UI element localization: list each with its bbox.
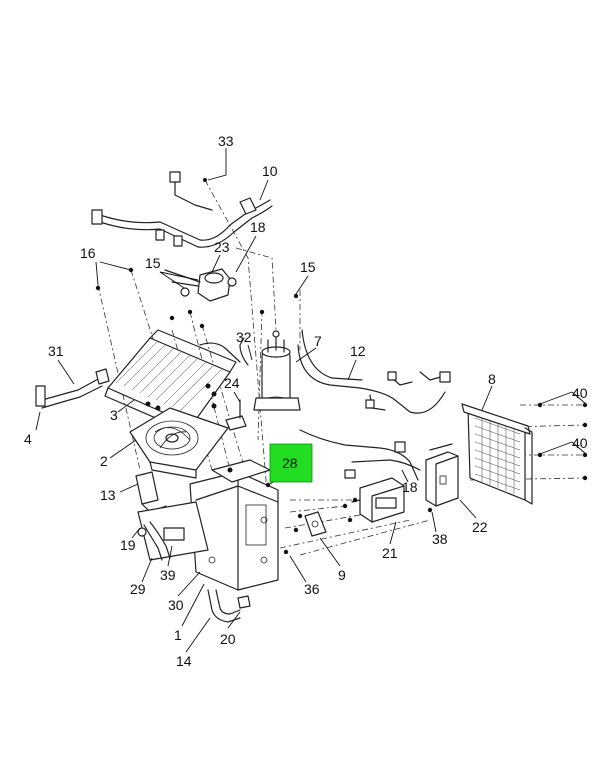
highlight-box-28[interactable] — [269, 443, 313, 483]
callout-8[interactable]: 8 — [488, 371, 496, 387]
callout-3[interactable]: 3 — [110, 407, 118, 423]
callout-39[interactable]: 39 — [160, 567, 176, 583]
fasteners — [95, 267, 588, 555]
part-receiver-drier-7 — [239, 330, 301, 411]
callout-31[interactable]: 31 — [48, 343, 64, 359]
part-valve-23 — [164, 268, 237, 302]
callout-18-bottom[interactable]: 18 — [402, 479, 418, 495]
callout-19[interactable]: 19 — [120, 537, 136, 553]
callout-32[interactable]: 32 — [236, 329, 252, 345]
callout-18-top[interactable]: 18 — [250, 219, 266, 235]
callout-15-left[interactable]: 15 — [145, 255, 161, 271]
callout-12[interactable]: 12 — [350, 343, 366, 359]
callout-29[interactable]: 29 — [130, 581, 146, 597]
part-relay-box-22 — [425, 443, 459, 507]
callout-22[interactable]: 22 — [472, 519, 488, 535]
callout-30[interactable]: 30 — [168, 597, 184, 613]
leader-lines — [35, 148, 587, 653]
callout-15-right[interactable]: 15 — [300, 259, 316, 275]
callout-23[interactable]: 23 — [214, 239, 230, 255]
callout-10[interactable]: 10 — [262, 163, 278, 179]
part-housing-1 — [189, 459, 279, 591]
callout-1[interactable]: 1 — [174, 627, 182, 643]
callout-36[interactable]: 36 — [304, 581, 320, 597]
callout-13[interactable]: 13 — [100, 487, 116, 503]
callout-7[interactable]: 7 — [314, 333, 322, 349]
callout-9[interactable]: 9 — [338, 567, 346, 583]
callout-16[interactable]: 16 — [80, 245, 96, 261]
part-wiring-harness-12 — [297, 329, 451, 481]
callout-14[interactable]: 14 — [176, 653, 192, 669]
callout-24[interactable]: 24 — [224, 375, 240, 391]
part-fitting-24 — [225, 399, 247, 431]
callout-40-bottom[interactable]: 40 — [572, 435, 588, 451]
callout-40-top[interactable]: 40 — [572, 385, 588, 401]
callout-20[interactable]: 20 — [220, 631, 236, 647]
part-front-plate-39 — [137, 501, 209, 561]
part-module-21 — [351, 477, 405, 523]
part-condenser-3 — [104, 329, 241, 433]
part-small-hose-4-31 — [35, 368, 110, 409]
callout-33[interactable]: 33 — [218, 133, 234, 149]
callout-4[interactable]: 4 — [24, 431, 32, 447]
callout-2[interactable]: 2 — [100, 453, 108, 469]
callout-28[interactable]: 28 — [282, 455, 298, 471]
part-bracket-9 — [304, 511, 327, 537]
part-fan-assembly-2 — [129, 407, 229, 479]
callout-38[interactable]: 38 — [432, 531, 448, 547]
part-hose-line-10 — [91, 171, 273, 248]
callout-21[interactable]: 21 — [382, 545, 398, 561]
part-drain-hose-14 — [207, 589, 251, 623]
callout-labels: 33 10 16 23 18 15 15 31 32 7 12 24 8 40 … — [24, 133, 588, 669]
part-bracket-13 — [135, 471, 167, 513]
part-grille-8 — [461, 403, 533, 505]
